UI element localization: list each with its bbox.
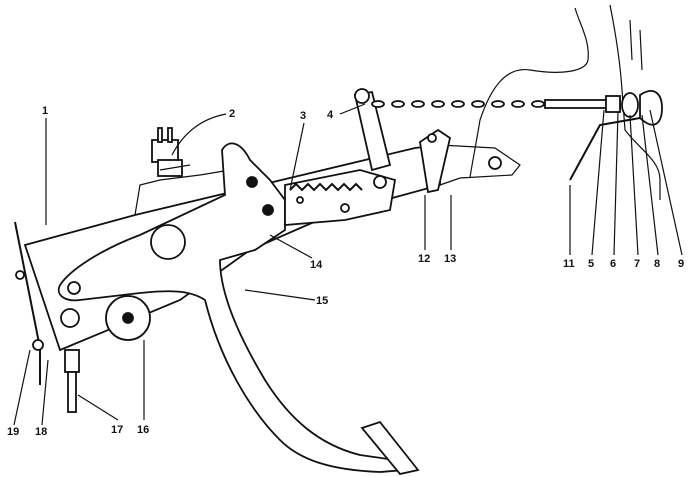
callout-1: 1 [42, 105, 48, 117]
linkage-plate [284, 169, 397, 226]
callout-18: 18 [35, 426, 47, 438]
callout-13: 13 [444, 253, 456, 265]
firewall-outline [469, 4, 661, 200]
cable-clip [419, 128, 452, 194]
callout-16: 16 [137, 424, 149, 436]
cable-chain [371, 100, 545, 108]
callout-15: 15 [316, 295, 328, 307]
brake-pedal-lever [57, 142, 408, 473]
stop-light-switch [151, 127, 191, 177]
callout-5: 5 [588, 258, 594, 270]
callout-9: 9 [678, 258, 684, 270]
leader-lines [13, 103, 683, 426]
callout-14: 14 [310, 259, 323, 271]
callout-4: 4 [327, 109, 334, 121]
callout-7: 7 [634, 258, 640, 270]
callout-3: 3 [300, 110, 306, 122]
callout-12: 12 [418, 253, 430, 265]
callout-17: 17 [111, 424, 123, 436]
callouts: 1 2 3 4 5 6 7 8 9 11 12 13 14 15 16 17 1… [7, 105, 684, 438]
callout-11: 11 [563, 258, 575, 270]
pushrod-assembly [60, 295, 151, 413]
callout-6: 6 [610, 258, 616, 270]
callout-2: 2 [229, 108, 235, 120]
callout-8: 8 [654, 258, 660, 270]
pedal-bracket [23, 143, 521, 352]
pull-rod-knob [544, 90, 663, 126]
return-spring [289, 182, 363, 192]
handbrake-arm [353, 88, 392, 172]
left-mount-strip [14, 221, 44, 385]
callout-19: 19 [7, 426, 19, 438]
pedal-foot-pad [360, 420, 420, 475]
